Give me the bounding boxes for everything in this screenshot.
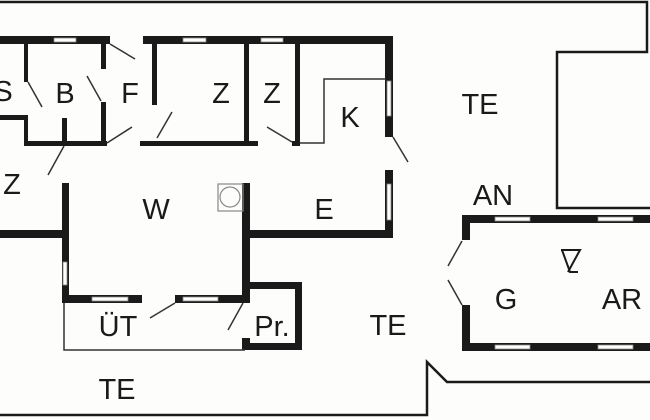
room-label-z-left: Z: [3, 169, 21, 201]
room-label-f: F: [121, 78, 139, 110]
room-label-pr: Pr.: [254, 311, 289, 343]
room-label-z1: Z: [212, 78, 230, 110]
room-label-ar: AR: [602, 284, 642, 316]
interior-lines: [63, 78, 386, 351]
room-label-g: G: [495, 284, 518, 316]
room-label-s: S: [0, 76, 13, 108]
room-label-te-mid: TE: [369, 310, 406, 342]
house-walls: [0, 36, 393, 350]
room-label-te-top: TE: [461, 89, 498, 121]
room-label-b: B: [55, 78, 74, 110]
door-swings: [27, 43, 463, 331]
room-label-an: AN: [473, 180, 513, 212]
room-label-z2: Z: [263, 78, 281, 110]
fireplace-icon: [217, 183, 244, 212]
garage-walls: [462, 215, 650, 351]
triangle-marker-icon: [561, 249, 582, 273]
room-label-te-bottom: TE: [98, 374, 135, 406]
room-label-e: E: [314, 194, 333, 226]
room-label-k: K: [340, 102, 360, 134]
room-label-w: W: [142, 194, 170, 226]
room-label-ut: ÜT: [99, 311, 138, 343]
